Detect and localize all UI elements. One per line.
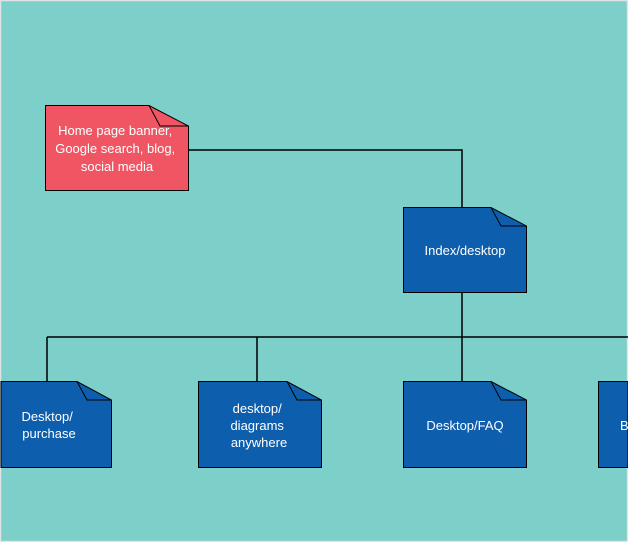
node-faq-shape xyxy=(403,381,527,468)
node-purchase-line-1: Desktop/ xyxy=(22,409,74,424)
node-index-label: Index/desktop xyxy=(425,243,506,258)
node-source-shape xyxy=(45,105,189,191)
node-faq[interactable]: Desktop/FAQ xyxy=(403,381,527,468)
node-cutoff-label: B xyxy=(620,418,628,433)
node-index[interactable]: Index/desktop xyxy=(403,207,527,293)
node-diagrams-line-1: desktop/ xyxy=(233,401,283,416)
node-source-fold xyxy=(148,105,189,127)
node-faq-line-1: Desktop/FAQ xyxy=(426,418,503,433)
node-source-line-2: Google search, blog, xyxy=(55,141,175,156)
node-diagrams-line-3: anywhere xyxy=(231,435,287,450)
node-diagrams-line-2: diagrams xyxy=(230,418,284,433)
node-index-shape xyxy=(403,207,527,293)
node-index-fold xyxy=(490,207,527,227)
node-faq-label: Desktop/FAQ xyxy=(426,418,503,433)
node-purchase-shape xyxy=(0,381,112,468)
node-faq-fold xyxy=(490,381,527,401)
node-purchase-label: Desktop/ purchase xyxy=(22,409,77,441)
node-purchase-line-2: purchase xyxy=(22,426,75,441)
node-cutoff-shape xyxy=(598,381,628,468)
node-cutoff[interactable]: B xyxy=(598,381,628,468)
node-diagrams-shape xyxy=(198,381,322,468)
connector-source-to-index xyxy=(188,149,463,207)
node-source-line-1: Home page banner, xyxy=(58,123,172,138)
connectors xyxy=(46,149,628,381)
node-index-line-1: Index/desktop xyxy=(425,243,506,258)
node-source-label: Home page banner, Google search, blog, s… xyxy=(55,123,179,174)
node-source[interactable]: Home page banner, Google search, blog, s… xyxy=(45,105,189,191)
node-source-line-3: social media xyxy=(81,159,154,174)
node-purchase[interactable]: Desktop/ purchase xyxy=(0,381,112,468)
node-diagrams[interactable]: desktop/ diagrams anywhere xyxy=(198,381,322,468)
node-purchase-fold xyxy=(76,381,112,401)
node-cutoff-line-1: B xyxy=(620,418,628,433)
node-diagrams-fold xyxy=(286,381,322,401)
node-diagrams-label: desktop/ diagrams anywhere xyxy=(230,401,287,450)
